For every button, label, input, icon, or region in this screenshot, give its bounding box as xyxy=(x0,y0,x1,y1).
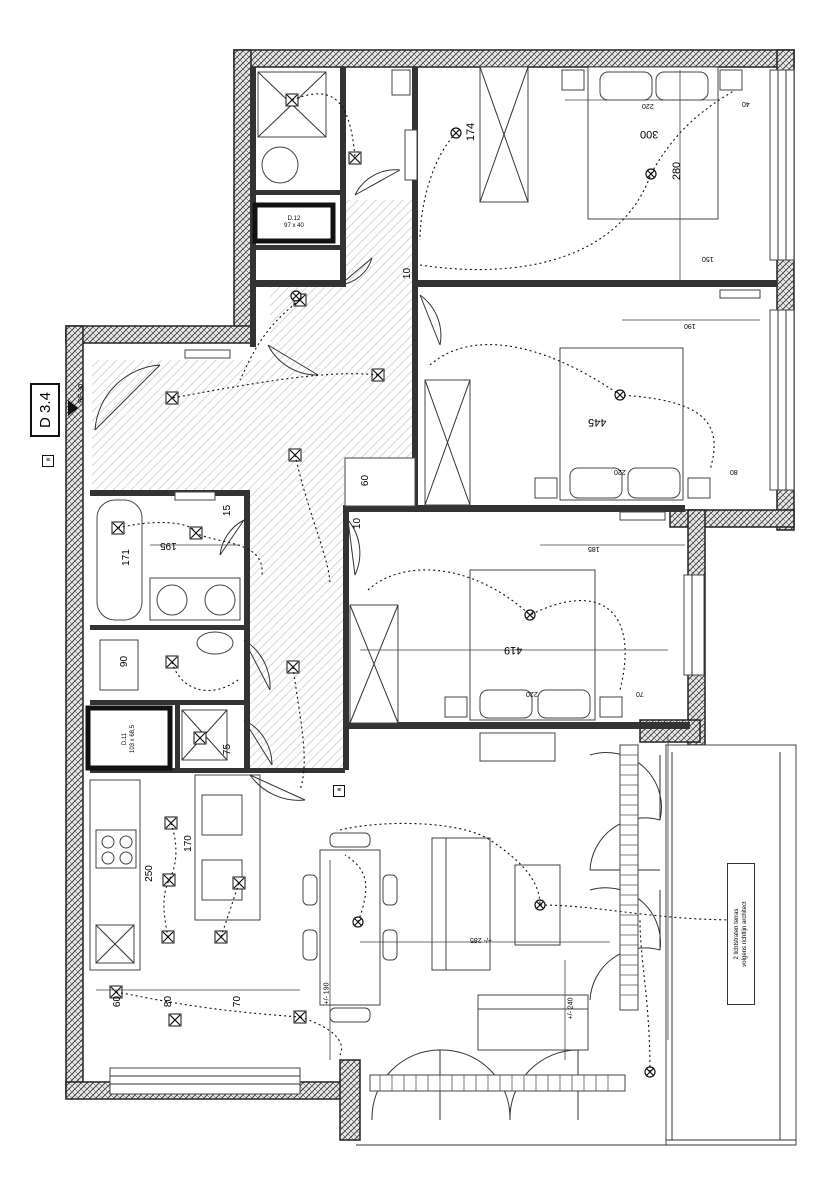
doors xyxy=(94,169,662,1121)
unit-tag: D 3.4 xyxy=(30,383,60,437)
storage-d12-size: 97 x 40 xyxy=(284,223,304,229)
dim-bath-width: 195 xyxy=(160,540,177,551)
dim-closet-60: 60 xyxy=(360,474,372,487)
hallway-floor xyxy=(92,200,415,770)
furniture xyxy=(89,66,743,1051)
dim-bedroom3-side: 70 xyxy=(636,690,644,697)
unit-tag-text: D 3.4 xyxy=(36,392,54,428)
wiring xyxy=(115,89,741,1073)
dim-bottom-70: 70 xyxy=(232,995,244,1008)
unit-tag-arrow xyxy=(68,400,78,416)
storage-d11: D.11 103 x 68,5 xyxy=(110,705,148,773)
dim-bedroom2-length: 445 xyxy=(588,416,607,428)
dim-door-10-a: 10 xyxy=(402,267,414,280)
terrace-note: 2 lichtstraten terras volgens richtlijn … xyxy=(727,863,755,1005)
storage-d11-code: D.11 xyxy=(122,732,128,746)
dim-bath-tub: 171 xyxy=(120,549,132,566)
dim-wc-90: 90 xyxy=(119,655,131,668)
fuse-box-icon-2: ≡ xyxy=(333,785,345,797)
windows xyxy=(109,69,795,1095)
dimension-lines xyxy=(96,70,760,1060)
dim-bedroom1-bed: 220 xyxy=(642,102,654,109)
radiators xyxy=(174,129,761,1092)
dim-bedroom1-length: 280 xyxy=(671,161,684,181)
dim-bedroom3-length: 419 xyxy=(504,644,523,656)
dim-bedroom3-top: 185 xyxy=(588,545,600,552)
terrace-note-line-2: volgens richtlijn architect xyxy=(742,901,748,967)
dim-bedroom2-top: 190 xyxy=(684,322,696,329)
dim-bedroom1-side: 150 xyxy=(702,255,714,262)
dim-bedroom2-bed: 220 xyxy=(614,468,626,475)
dim-living-240: +/- 240 xyxy=(567,997,575,1020)
dim-bedroom1-wall: 40 xyxy=(742,100,750,107)
dim-bottom-80: 80 xyxy=(163,995,175,1008)
dim-bedroom2-side: 80 xyxy=(730,468,738,475)
dim-living-190: +/- 190 xyxy=(323,982,331,1005)
terrace-note-line-1: 2 lichtstraten terras xyxy=(734,908,740,960)
dim-living-285: +/- 285 xyxy=(470,936,492,943)
dim-bottom-60: 60 xyxy=(112,995,124,1008)
entrance-code: RF 30 xyxy=(78,383,86,404)
dim-kitchen-250: 250 xyxy=(143,865,155,882)
fuse-box-icon: ≡ xyxy=(42,455,54,467)
storage-d12-code: D.12 xyxy=(287,216,301,222)
dim-kitchen-170: 170 xyxy=(182,835,194,852)
dim-bedroom3-bed: 220 xyxy=(526,690,538,697)
storage-d12: D.12 97 x 40 xyxy=(262,212,326,234)
dim-bath-15: 15 xyxy=(222,504,234,517)
dim-bedroom1-width: 300 xyxy=(640,128,659,140)
storage-d11-size: 103 x 68,5 xyxy=(130,724,136,754)
dim-door-10-b: 10 xyxy=(352,517,364,530)
dim-bedroom1-closet: 174 xyxy=(465,122,478,142)
dim-storage-75: 75 xyxy=(222,743,234,756)
